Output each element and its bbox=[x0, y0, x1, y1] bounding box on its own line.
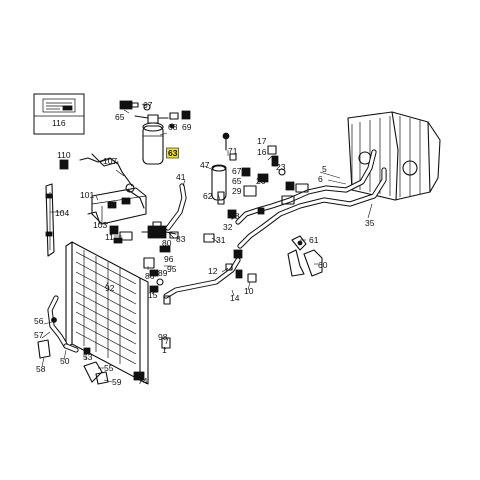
label-47[interactable]: 47 bbox=[200, 160, 210, 170]
label-5[interactable]: 5 bbox=[322, 164, 327, 174]
label-6[interactable]: 6 bbox=[318, 174, 323, 184]
label-92[interactable]: 92 bbox=[105, 283, 115, 293]
label-15[interactable]: 15 bbox=[148, 290, 158, 300]
label-68a[interactable]: 68 bbox=[168, 122, 178, 132]
label-74[interactable]: 74 bbox=[138, 376, 148, 386]
label-62[interactable]: 62 bbox=[203, 191, 213, 201]
label-67a[interactable]: 67 bbox=[143, 100, 153, 110]
label-86[interactable]: 86 bbox=[145, 271, 155, 281]
label-16[interactable]: 16 bbox=[257, 147, 267, 157]
label-80[interactable]: 80 bbox=[162, 238, 172, 248]
label-26[interactable]: 26 bbox=[256, 176, 266, 186]
label-98[interactable]: 98 bbox=[158, 332, 168, 342]
condenser bbox=[65, 241, 149, 385]
label-58[interactable]: 58 bbox=[36, 364, 46, 374]
label-14[interactable]: 14 bbox=[230, 293, 240, 303]
label-23[interactable]: 23 bbox=[276, 162, 286, 172]
refrigerant-lines bbox=[47, 149, 387, 353]
label-29[interactable]: 29 bbox=[232, 186, 242, 196]
pressure-switches-top bbox=[119, 100, 191, 129]
label-61[interactable]: 61 bbox=[309, 235, 319, 245]
lower-left-parts bbox=[37, 317, 171, 385]
label-69[interactable]: 69 bbox=[182, 122, 192, 132]
brackets-right bbox=[287, 235, 323, 277]
label-104[interactable]: 104 bbox=[55, 208, 69, 218]
label-67b[interactable]: 67 bbox=[232, 166, 242, 176]
label-17[interactable]: 17 bbox=[257, 136, 267, 146]
label-32[interactable]: 32 bbox=[223, 222, 233, 232]
label-107[interactable]: 107 bbox=[103, 156, 117, 166]
label-53[interactable]: 53 bbox=[83, 352, 93, 362]
label-10[interactable]: 10 bbox=[244, 286, 254, 296]
label-59[interactable]: 59 bbox=[112, 377, 122, 387]
label-57[interactable]: 57 bbox=[34, 330, 44, 340]
label-96[interactable]: 96 bbox=[164, 254, 174, 264]
label-89[interactable]: 89 bbox=[158, 268, 168, 278]
label-65b[interactable]: 65 bbox=[232, 176, 242, 186]
expansion-valve bbox=[141, 221, 179, 239]
label-63[interactable]: 63 bbox=[168, 148, 178, 158]
label-56[interactable]: 56 bbox=[34, 316, 44, 326]
label-103[interactable]: 103 bbox=[93, 220, 107, 230]
label-41[interactable]: 41 bbox=[176, 172, 186, 182]
label-35[interactable]: 35 bbox=[365, 218, 375, 228]
label-68b[interactable]: 68 bbox=[230, 211, 240, 221]
leader-lines bbox=[41, 103, 373, 383]
fittings bbox=[143, 132, 309, 305]
label-55[interactable]: 55 bbox=[104, 363, 114, 373]
label-65a[interactable]: 65 bbox=[115, 112, 125, 122]
label-11[interactable]: 11 bbox=[105, 232, 114, 242]
label-101[interactable]: 101 bbox=[80, 190, 94, 200]
callout-labels: 67 65 68 69 63 110 107 41 47 71 17 16 67… bbox=[34, 100, 375, 387]
inset-label: 116 bbox=[52, 118, 66, 128]
label-31[interactable]: 31 bbox=[216, 235, 226, 245]
inset-box: 116 bbox=[33, 93, 85, 135]
label-60[interactable]: 60 bbox=[318, 260, 328, 270]
receiver-drier bbox=[134, 114, 169, 165]
label-83[interactable]: 83 bbox=[176, 234, 186, 244]
label-12[interactable]: 12 bbox=[208, 266, 218, 276]
label-50[interactable]: 50 bbox=[60, 356, 70, 366]
highlight-63 bbox=[166, 147, 179, 159]
label-95[interactable]: 95 bbox=[167, 264, 177, 274]
label-110[interactable]: 110 bbox=[57, 150, 71, 160]
bracket-104 bbox=[45, 183, 55, 257]
wiring-harness bbox=[59, 153, 145, 209]
label-1[interactable]: 1 bbox=[162, 345, 167, 355]
engine-compressor-area bbox=[347, 111, 441, 201]
module-101-103 bbox=[87, 187, 147, 244]
label-71[interactable]: 71 bbox=[228, 146, 238, 156]
